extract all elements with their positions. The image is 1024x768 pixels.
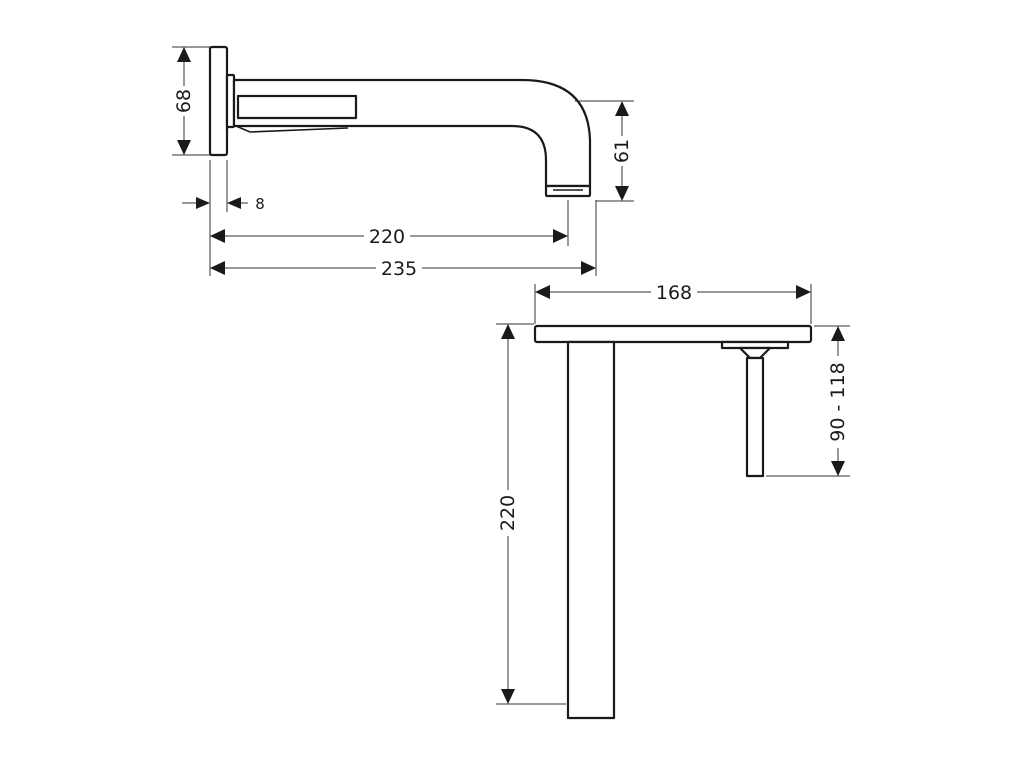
wall-flange <box>208 45 229 157</box>
dim-spout-drop: 61 <box>575 100 634 202</box>
dim-flange-height-label: 68 <box>173 89 195 113</box>
handle-stem <box>745 356 765 478</box>
dim-body-length: 220 <box>496 323 566 705</box>
spout-tip <box>544 184 592 198</box>
dim-flange-thickness: 8 <box>182 160 265 213</box>
valve-body <box>566 340 616 720</box>
dim-flange-thickness-label: 8 <box>255 195 265 213</box>
spout-connector <box>235 125 349 133</box>
wall-plate <box>533 324 813 344</box>
dim-handle-depth: 90 - 118 <box>766 325 850 477</box>
spout-view <box>208 45 592 198</box>
dim-flange-height: 68 <box>172 46 210 156</box>
dim-handle-plate-width-label: 168 <box>656 282 692 304</box>
handle-view <box>533 324 813 720</box>
dim-spout-reach-inner: 220 <box>209 200 569 276</box>
dim-spout-drop-label: 61 <box>611 139 633 163</box>
dim-handle-plate-width: 168 <box>534 280 812 324</box>
dim-body-length-label: 220 <box>497 495 519 531</box>
dim-spout-reach-total: 235 <box>210 200 597 280</box>
handle-rosette <box>738 346 772 360</box>
dim-spout-reach-inner-label: 220 <box>369 226 405 248</box>
handle-collar <box>720 340 790 350</box>
dim-handle-depth-label: 90 - 118 <box>827 362 849 441</box>
spout-sleeve <box>236 94 358 120</box>
dim-spout-reach-total-label: 235 <box>381 258 417 280</box>
